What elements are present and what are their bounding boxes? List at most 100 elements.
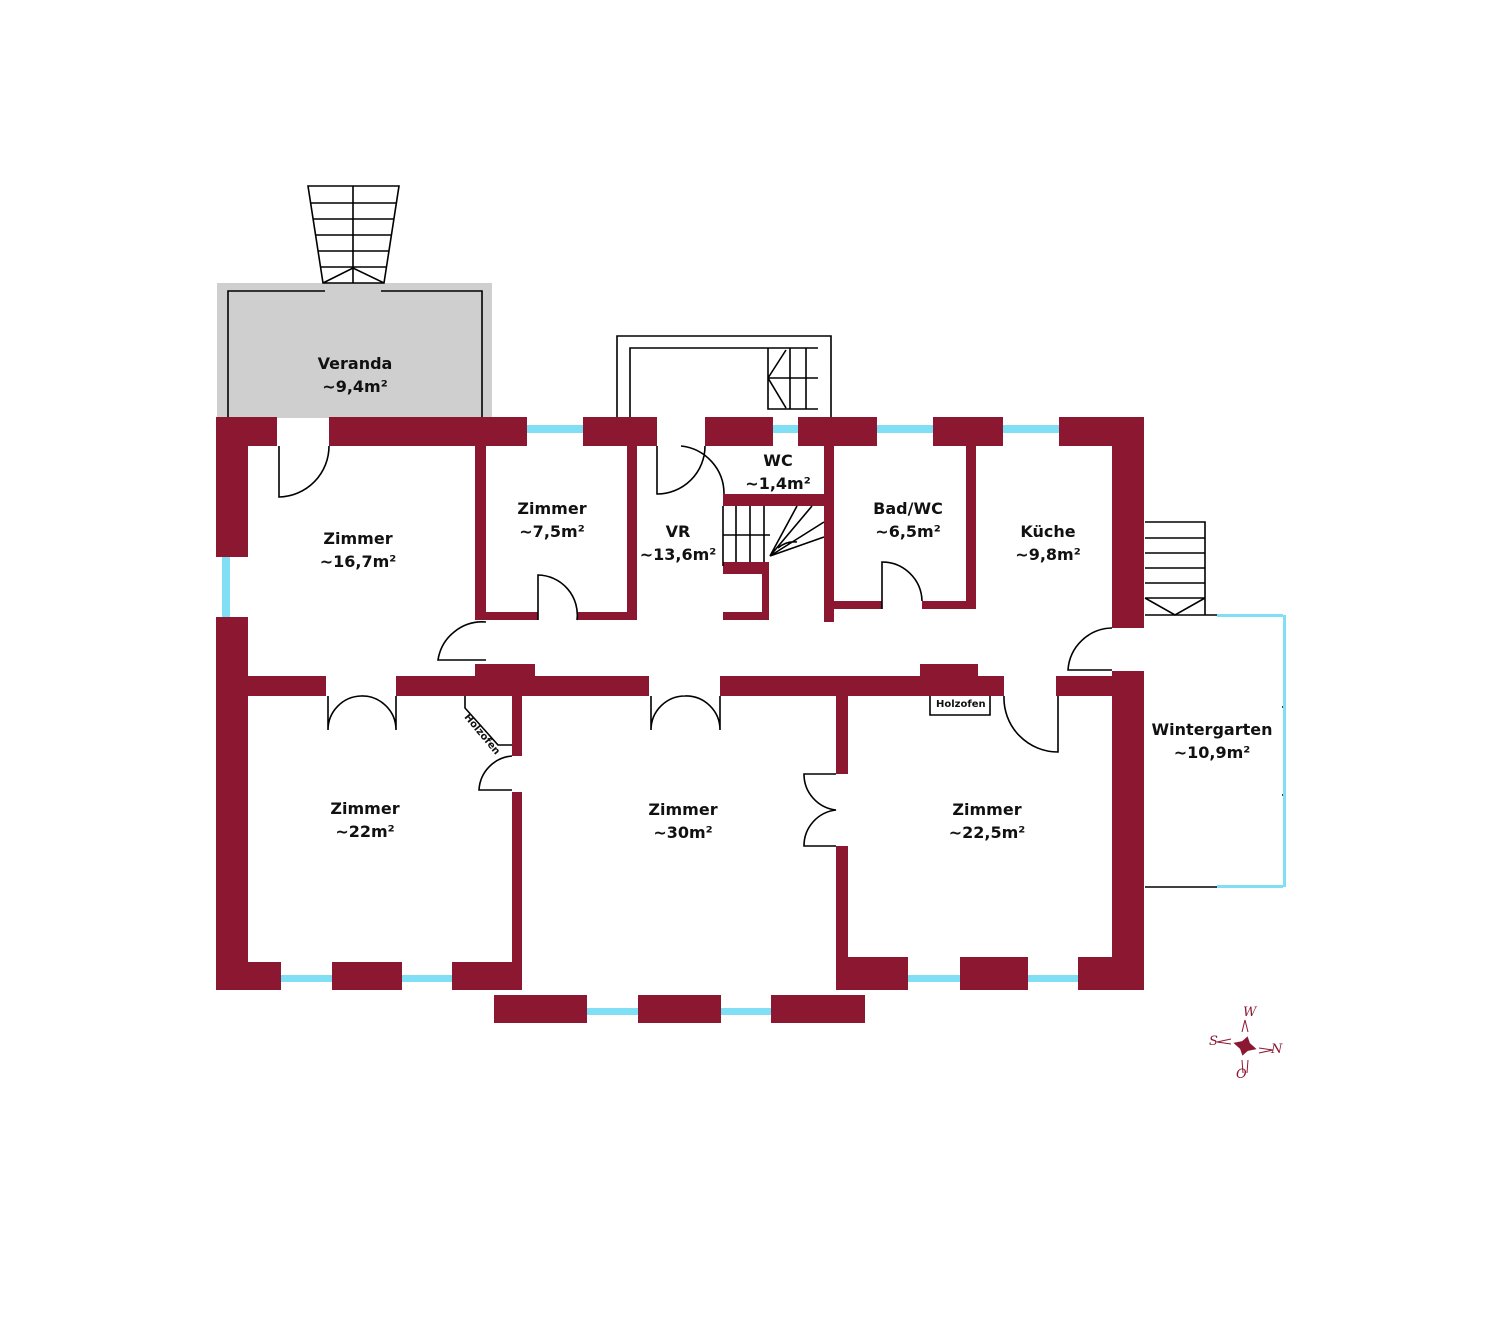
room-name: Zimmer <box>330 799 400 818</box>
window <box>281 975 332 982</box>
window <box>1217 614 1283 617</box>
wall <box>824 446 834 622</box>
room-area: ~13,6m² <box>639 545 717 564</box>
wall <box>475 664 535 690</box>
wall <box>627 446 637 620</box>
veranda-outline <box>227 290 483 417</box>
wall <box>798 417 877 446</box>
wintergarten-outline <box>1145 614 1286 888</box>
wall <box>1112 417 1144 628</box>
wall <box>216 417 248 557</box>
doors <box>278 445 1113 847</box>
room-area: ~6,5m² <box>875 522 941 541</box>
wall <box>475 446 486 620</box>
room-area: ~7,5m² <box>519 522 585 541</box>
wall <box>762 562 769 620</box>
wall <box>512 690 522 756</box>
window <box>1217 885 1283 888</box>
room-name: Zimmer <box>952 800 1022 819</box>
wall <box>1056 676 1112 696</box>
compass-east-label: O <box>1236 1067 1247 1082</box>
room-label: Zimmer ~22m² <box>330 797 399 843</box>
wall <box>638 995 721 1023</box>
room-name: Zimmer <box>517 499 587 518</box>
wall <box>836 957 908 990</box>
room-label: WC ~1,4m² <box>745 449 810 495</box>
room-name: Zimmer <box>648 800 718 819</box>
room-label: Küche ~9,8m² <box>1015 520 1080 566</box>
room-label: Zimmer ~22,5m² <box>949 798 1026 844</box>
room-name: WC <box>763 451 793 470</box>
wall <box>723 562 769 574</box>
room-label: VR ~13,6m² <box>640 520 717 566</box>
room-area: ~16,7m² <box>319 552 397 571</box>
wall <box>836 696 848 774</box>
wall <box>705 417 773 446</box>
room-area: ~9,4m² <box>322 377 388 396</box>
window <box>402 975 452 982</box>
wall <box>452 962 522 990</box>
room-name: Zimmer <box>323 529 393 548</box>
room-name: Küche <box>1020 522 1076 541</box>
entrance-stairs <box>616 335 832 417</box>
room-name: Bad/WC <box>873 499 943 518</box>
wall <box>216 962 281 990</box>
wall <box>966 446 976 609</box>
interior-stairs <box>722 505 825 566</box>
window <box>527 425 583 433</box>
window <box>721 1008 771 1015</box>
window <box>877 425 933 433</box>
garden-stairs <box>1144 521 1206 616</box>
window <box>1028 975 1078 982</box>
compass-west-label: W <box>1243 1005 1257 1020</box>
wall <box>494 995 587 1023</box>
veranda-area <box>217 283 492 418</box>
wall <box>248 676 326 696</box>
wall <box>723 612 769 620</box>
wall <box>771 995 865 1023</box>
room-area: ~10,9m² <box>1173 743 1251 762</box>
window <box>1003 425 1059 433</box>
room-label: Veranda ~9,4m² <box>318 352 393 398</box>
wall <box>486 612 538 620</box>
wall <box>960 957 1028 990</box>
room-label: Wintergarten ~10,9m² <box>1152 718 1273 764</box>
room-label: Bad/WC ~6,5m² <box>873 497 943 543</box>
veranda-stairs <box>307 185 400 284</box>
room-name: VR <box>665 522 691 541</box>
wall <box>836 846 848 960</box>
room-area: ~1,4m² <box>745 474 811 493</box>
wall <box>583 417 657 446</box>
room-area: ~22,5m² <box>948 823 1026 842</box>
wall <box>834 601 882 609</box>
walls <box>216 417 1144 1023</box>
room-label: Zimmer ~30m² <box>648 798 717 844</box>
room-area: ~22m² <box>335 822 395 841</box>
window <box>908 975 960 982</box>
windows <box>222 425 1286 1015</box>
room-label: Zimmer ~16,7m² <box>320 527 397 573</box>
compass-rose-icon <box>1216 1019 1274 1074</box>
compass-south-label: S <box>1209 1034 1218 1049</box>
room-name: Veranda <box>317 354 393 373</box>
window <box>773 425 798 433</box>
wall <box>216 617 248 990</box>
room-label: Zimmer ~7,5m² <box>517 497 586 543</box>
wall <box>1112 671 1144 990</box>
room-area: ~9,8m² <box>1015 545 1081 564</box>
room-name: Wintergarten <box>1151 720 1273 739</box>
wall <box>577 612 637 620</box>
window <box>222 557 230 617</box>
wall <box>329 417 527 446</box>
stove-label: Holzofen <box>936 699 986 710</box>
room-area: ~30m² <box>653 823 713 842</box>
wall <box>933 417 1003 446</box>
wall <box>723 494 824 506</box>
wall <box>920 664 978 690</box>
wall <box>512 792 522 970</box>
wall <box>922 601 976 609</box>
wall <box>332 962 402 990</box>
window <box>587 1008 638 1015</box>
